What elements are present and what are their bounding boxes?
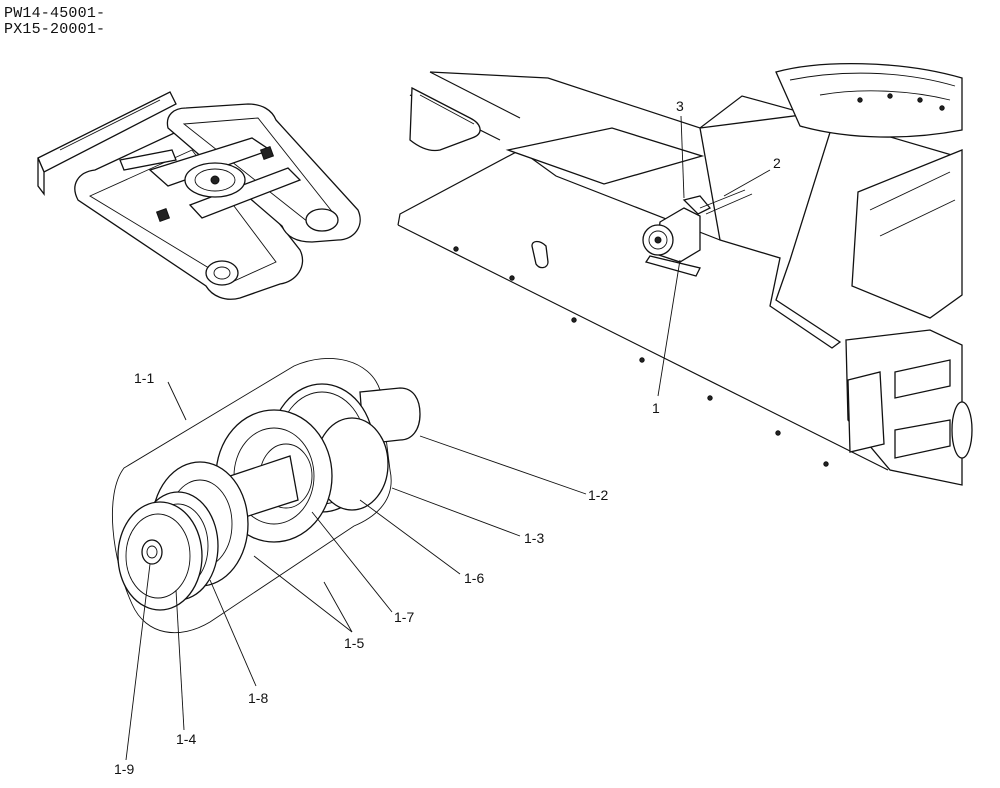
callout-2: 2	[773, 155, 781, 171]
callout-1-5: 1-5	[344, 635, 364, 651]
callout-3: 3	[676, 98, 684, 114]
serial-range-2: PX15-20001-	[4, 21, 106, 38]
callout-1-7: 1-7	[394, 609, 414, 625]
callout-1-3: 1-3	[524, 530, 544, 546]
callout-1-1: 1-1	[134, 370, 154, 386]
track-frame	[397, 63, 973, 486]
undercarriage-overview	[37, 91, 361, 300]
callout-1-8: 1-8	[248, 690, 268, 706]
callout-1-2: 1-2	[588, 487, 608, 503]
roller-exploded	[111, 358, 421, 634]
callout-1-6: 1-6	[464, 570, 484, 586]
leader-lines	[125, 115, 771, 761]
callout-1-9: 1-9	[114, 761, 134, 777]
serial-range-1: PW14-45001-	[4, 5, 106, 22]
callout-1: 1	[652, 400, 660, 416]
callout-1-4: 1-4	[176, 731, 196, 747]
